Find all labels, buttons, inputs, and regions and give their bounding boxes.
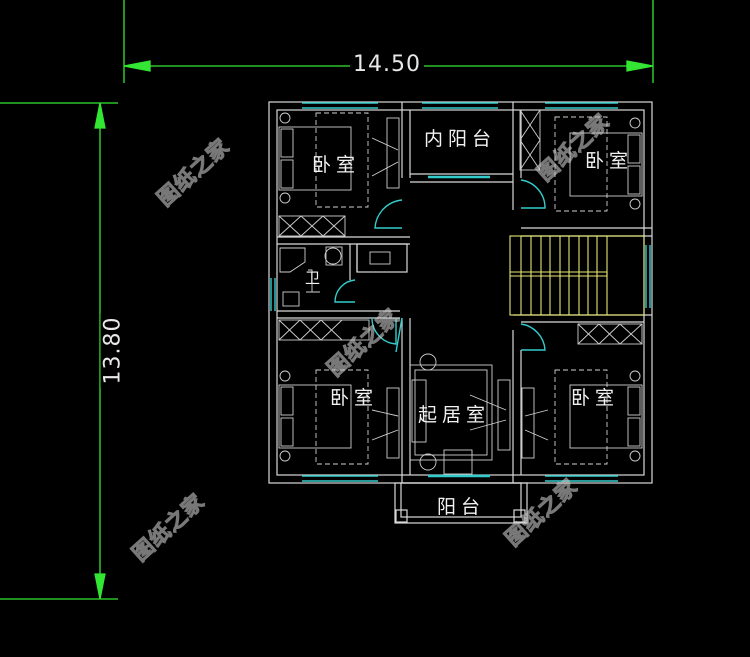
room-label-bedroom-se: 卧室	[571, 387, 620, 409]
height-dimension-label: 13.80	[100, 313, 126, 388]
staircase	[509, 235, 645, 316]
room-label-inner-balcony: 内阳台	[424, 128, 497, 150]
room-label-living-room: 起居室	[418, 404, 491, 426]
room-label-bedroom-nw: 卧室	[312, 154, 361, 176]
windows-doors	[270, 102, 651, 482]
room-label-balcony: 阳台	[437, 496, 486, 518]
room-label-bedroom-ne: 卧室	[585, 150, 634, 172]
furniture	[278, 109, 643, 475]
width-dimension-label: 14.50	[350, 52, 424, 77]
room-label-bedroom-sw: 卧室	[330, 387, 379, 409]
room-label-bathroom: 卫	[305, 269, 326, 287]
